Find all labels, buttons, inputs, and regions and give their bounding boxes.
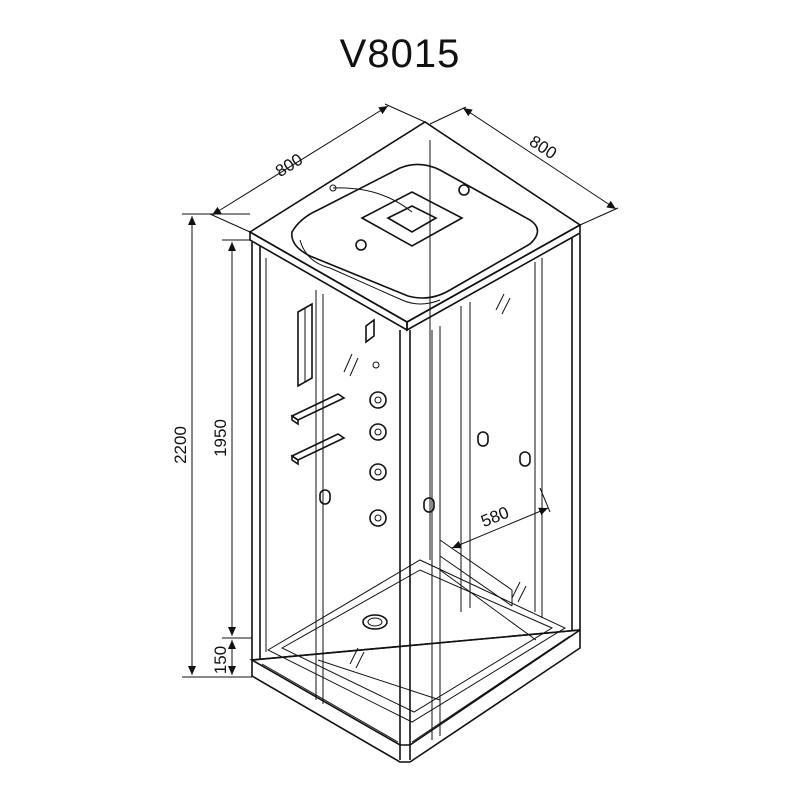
massage-jet-4: [369, 509, 387, 527]
dimension-total-height: 2200: [171, 213, 252, 678]
dim-label-total-height: 2200: [171, 426, 190, 464]
glass-reflections: [343, 293, 527, 669]
massage-jet-1: [369, 391, 387, 409]
open-door-panel: [439, 539, 537, 641]
massage-jet-2: [369, 423, 387, 441]
door-handle-right-1: [477, 431, 489, 447]
door-handle-right-2: [519, 451, 531, 467]
roof: [248, 121, 582, 332]
dim-label-tray-height: 150: [211, 646, 230, 674]
cabin-frame: [251, 140, 581, 760]
dim-label-door-opening: 580: [478, 503, 511, 531]
massage-jet-3: [369, 463, 387, 481]
dim-label-width-left: 800: [272, 150, 306, 181]
dimension-cabin-height: 1950: [211, 239, 252, 639]
dim-label-width-right: 800: [526, 132, 560, 163]
dim-label-cabin-height: 1950: [211, 419, 230, 457]
model-title: V8015: [339, 32, 461, 76]
shelf-upper: [290, 393, 346, 426]
dimension-tray-height: 150: [211, 640, 236, 675]
shelf-lower: [290, 433, 346, 466]
door-handle-left: [319, 489, 331, 505]
shower-tray: [249, 559, 581, 763]
door-handle-front: [423, 497, 435, 513]
back-wall-column: [297, 302, 380, 388]
